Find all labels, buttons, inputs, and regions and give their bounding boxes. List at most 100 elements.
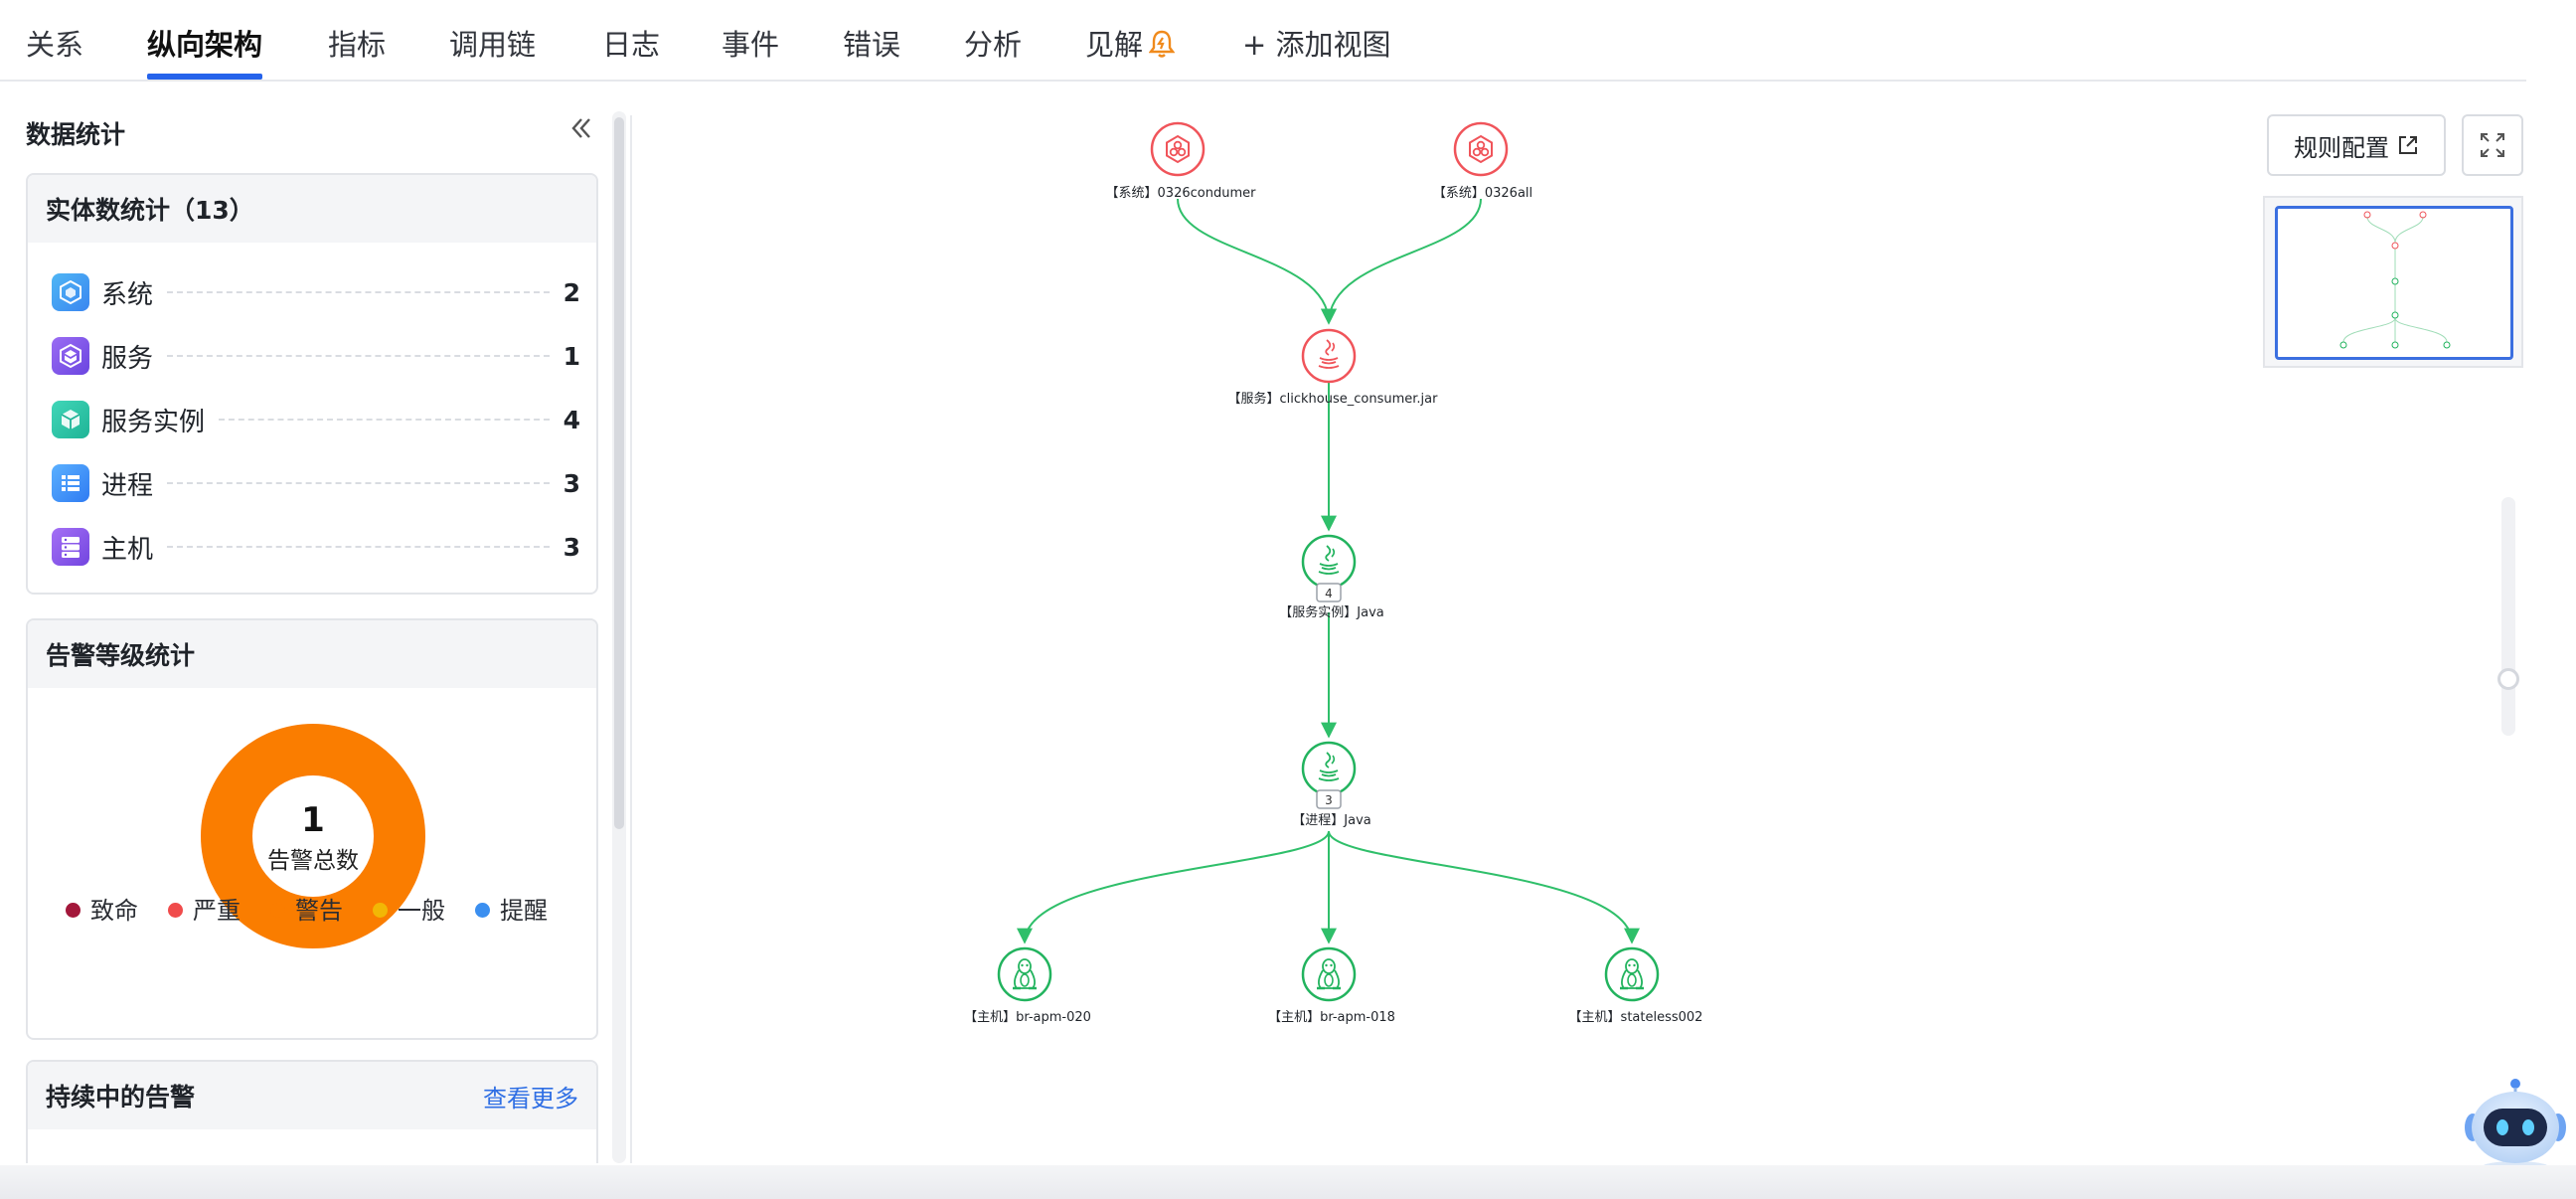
minimap-viewport[interactable] [2275,206,2513,360]
legend-dot [66,903,80,918]
graph-node-host-br-apm-018[interactable]: 【主机】br-apm-018 [1268,946,1395,1025]
tab-events[interactable]: 事件 [722,28,780,62]
legend-dot [168,903,183,918]
fullscreen-button[interactable] [2462,114,2523,176]
entity-name: 进程 [101,470,154,501]
node-label: 【进程】Java [1292,813,1370,828]
legend-dot [270,903,285,918]
legend-dot [475,903,490,918]
statistics-panel: 数据统计 实体数统计（13） 系统 2 服务 1 服务实例 [0,82,636,1163]
legend-fatal[interactable]: 致命 [66,891,138,926]
entity-count-card: 实体数统计（13） 系统 2 服务 1 服务实例 4 [26,173,598,595]
active-tab-indicator [147,74,262,80]
entity-name: 服务 [101,343,154,374]
tab-trace[interactable]: 调用链 [449,28,537,62]
entity-row-service[interactable]: 服务 1 [52,334,580,378]
entity-count: 1 [563,341,580,371]
tab-analysis[interactable]: 分析 [964,28,1023,62]
zoom-slider-handle[interactable] [2497,668,2519,690]
ongoing-card-title: 持续中的告警 [46,1083,196,1112]
node-label: 【主机】br-apm-020 [964,1010,1091,1025]
edge-sys2-svc[interactable] [1321,198,1482,325]
legend-normal[interactable]: 一般 [373,891,445,926]
node-label: 【主机】br-apm-018 [1268,1010,1395,1025]
assistant-robot-icon[interactable] [2461,1076,2570,1175]
service-instance-icon [52,401,89,438]
dotted-leader [167,291,550,293]
tab-insights-label: 见解 [1085,28,1144,62]
node-badge-value: 4 [1325,587,1333,600]
edge-sys1-svc[interactable] [1177,198,1337,325]
entity-count: 3 [563,468,580,498]
entity-count: 4 [563,405,580,434]
tab-errors[interactable]: 错误 [843,28,901,62]
legend-label: 严重 [193,897,241,925]
dotted-leader [219,419,550,421]
rule-config-button[interactable]: 规则配置 [2267,114,2446,176]
alert-legend: 致命 严重 警告 一般 提醒 [66,891,548,926]
dotted-leader [167,546,550,548]
graph-node-host-stateless002[interactable]: 【主机】stateless002 [1569,946,1703,1025]
fullscreen-icon [2481,133,2504,157]
add-view-button[interactable]: + 添加视图 [1242,28,1391,62]
tab-vertical-architecture[interactable]: 纵向架构 [147,28,263,62]
legend-label: 提醒 [500,897,548,925]
bell-icon [1149,30,1176,58]
graph-node-system-0326condumer[interactable]: 【系统】0326condumer [1106,121,1257,201]
entity-count: 2 [563,277,580,307]
external-link-icon [2399,136,2417,154]
graph-node-host-br-apm-020[interactable]: 【主机】br-apm-020 [964,946,1091,1025]
graph-minimap[interactable] [2263,196,2523,368]
graph-node-service-instance-java[interactable]: 4 【服务实例】Java [1279,534,1384,620]
host-icon [52,528,89,566]
node-badge-value: 3 [1325,793,1333,807]
system-icon [52,273,89,311]
alert-donut-chart[interactable]: 1 告警总数 [201,724,425,948]
graph-node-service-clickhouse[interactable]: 【服务】clickhouse_consumer.jar [1228,328,1439,407]
legend-dot [373,903,388,918]
rule-config-label: 规则配置 [2294,133,2389,162]
legend-label: 警告 [295,897,343,925]
tab-insights[interactable]: 见解 [1085,22,1176,64]
edge-proc-host1[interactable] [1017,830,1330,944]
zoom-slider-track[interactable] [2501,497,2515,736]
panel-scrollbar-thumb[interactable] [614,117,624,829]
panel-divider [630,115,632,1163]
legend-label: 致命 [90,897,138,925]
node-label: 【系统】0326all [1433,186,1532,201]
tab-logs[interactable]: 日志 [602,28,661,62]
entity-name: 主机 [101,534,154,565]
topology-graph[interactable]: 【系统】0326condumer 【系统】0326all 【服务】clickho… [634,82,2526,1163]
entity-row-process[interactable]: 进程 3 [52,461,580,505]
edge-proc-host3[interactable] [1328,830,1640,944]
donut-segment-warning[interactable] [201,724,425,948]
node-label: 【服务实例】Java [1279,604,1383,620]
ongoing-alerts-card: 持续中的告警 查看更多 [26,1060,598,1163]
minimap-preview [2339,211,2451,349]
node-count-badge [1316,583,1342,602]
legend-remind[interactable]: 提醒 [475,891,548,926]
entity-card-title: 实体数统计（13） [46,196,254,225]
view-more-link[interactable]: 查看更多 [483,1084,578,1113]
alert-total: 1 [301,800,325,840]
panel-title: 数据统计 [26,120,126,149]
alert-total-label: 告警总数 [267,848,359,874]
node-label: 【系统】0326condumer [1106,186,1257,201]
dotted-leader [167,482,550,484]
legend-critical[interactable]: 严重 [168,891,241,926]
entity-row-service-instance[interactable]: 服务实例 4 [52,398,580,441]
alert-card-title: 告警等级统计 [46,641,196,670]
alert-level-card: 告警等级统计 1 告警总数 致命 严重 警告 一般 提醒 [26,618,598,1040]
tab-metrics[interactable]: 指标 [328,28,387,62]
node-label: 【主机】stateless002 [1569,1010,1703,1025]
entity-row-system[interactable]: 系统 2 [52,270,580,314]
legend-warning[interactable]: 警告 [270,891,343,926]
graph-node-process-java[interactable]: 3 【进程】Java [1292,741,1371,828]
entity-row-host[interactable]: 主机 3 [52,525,580,569]
graph-node-system-0326all[interactable]: 【系统】0326all [1433,121,1532,201]
entity-count: 3 [563,532,580,562]
tab-relation[interactable]: 关系 [26,28,84,62]
service-icon [52,337,89,375]
collapse-panel-icon[interactable] [568,115,594,146]
legend-label: 一般 [398,897,445,925]
